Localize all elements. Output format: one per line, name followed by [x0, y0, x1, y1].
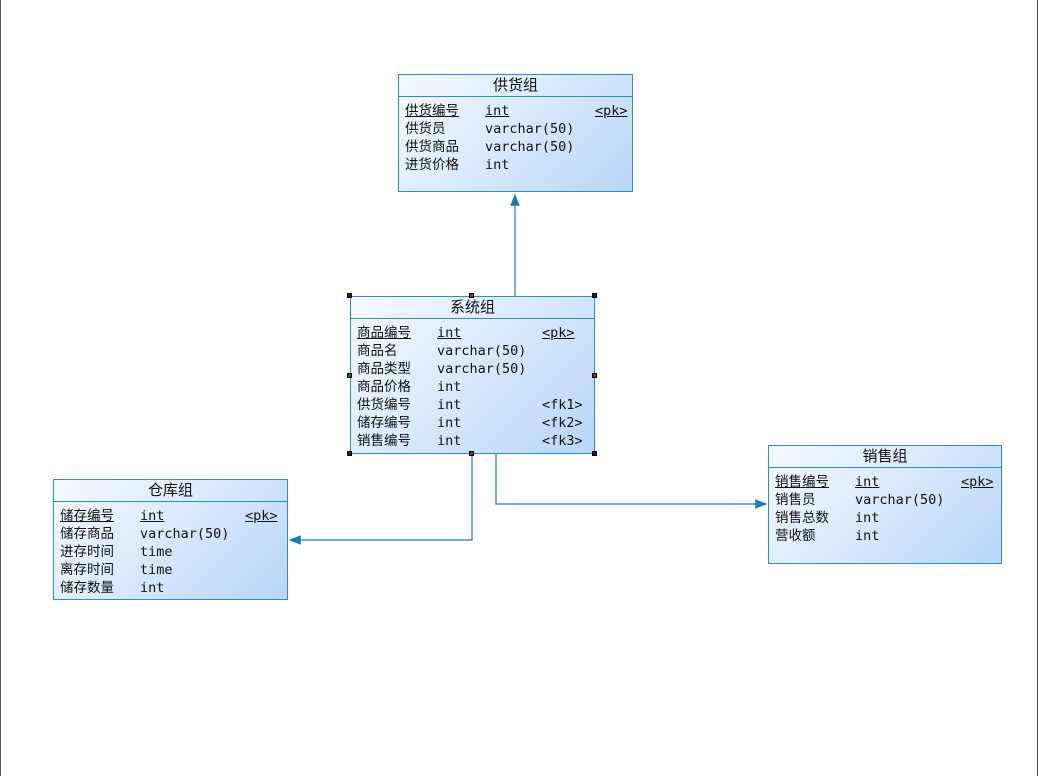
column-name: 储存编号	[357, 415, 411, 431]
column-key: <pk>	[595, 103, 628, 119]
resize-handle-bottom-right[interactable]	[592, 451, 597, 456]
column-row[interactable]: 储存编号 int <pk>	[60, 507, 287, 525]
entity-title: 销售组	[769, 446, 1001, 468]
resize-handle-left[interactable]	[347, 373, 352, 378]
resize-handle-bottom[interactable]	[469, 451, 474, 456]
column-name: 供货员	[405, 121, 446, 137]
column-type: varchar(50)	[855, 492, 945, 508]
column-key: <pk>	[245, 508, 278, 524]
column-row[interactable]: 储存数量 int	[60, 579, 287, 597]
column-type: varchar(50)	[437, 343, 527, 359]
column-row[interactable]: 供货员 varchar(50)	[405, 120, 632, 138]
column-type: time	[140, 562, 173, 578]
column-name: 储存数量	[60, 580, 114, 596]
column-row[interactable]: 离存时间 time	[60, 561, 287, 579]
resize-handle-top[interactable]	[469, 293, 474, 298]
resize-handle-bottom-left[interactable]	[347, 451, 352, 456]
column-key: <fk1>	[542, 397, 583, 413]
column-type: int	[437, 379, 462, 395]
column-name: 进货价格	[405, 157, 459, 173]
column-row[interactable]: 销售编号 int <fk3>	[357, 432, 594, 450]
column-type: int	[140, 580, 165, 596]
entity-system-group[interactable]: 系统组 商品编号 int <pk> 商品名 varchar(50) 商品类型 v…	[350, 296, 595, 454]
column-row[interactable]: 营收额 int	[775, 527, 1001, 545]
column-name: 离存时间	[60, 562, 114, 578]
column-type: varchar(50)	[437, 361, 527, 377]
column-row[interactable]: 供货商品 varchar(50)	[405, 138, 632, 156]
column-row[interactable]: 销售编号 int <pk>	[775, 473, 1001, 491]
resize-handle-top-right[interactable]	[592, 293, 597, 298]
column-name: 销售员	[775, 492, 816, 508]
column-row[interactable]: 储存商品 varchar(50)	[60, 525, 287, 543]
column-name: 储存商品	[60, 526, 114, 542]
column-row[interactable]: 商品编号 int <pk>	[357, 324, 594, 342]
column-type: int	[855, 474, 880, 490]
column-name: 商品编号	[357, 325, 411, 341]
column-row[interactable]: 供货编号 int <pk>	[405, 102, 632, 120]
column-type: int	[855, 528, 880, 544]
resize-handle-right[interactable]	[592, 373, 597, 378]
column-type: int	[437, 433, 462, 449]
column-type: int	[485, 103, 510, 119]
column-type: time	[140, 544, 173, 560]
column-name: 供货编号	[357, 397, 411, 413]
column-name: 销售总数	[775, 510, 829, 526]
entity-title: 供货组	[399, 75, 632, 97]
entity-warehouse-group[interactable]: 仓库组 储存编号 int <pk> 储存商品 varchar(50) 进存时间 …	[53, 479, 288, 600]
column-type: varchar(50)	[485, 139, 575, 155]
column-row[interactable]: 供货编号 int <fk1>	[357, 396, 594, 414]
column-name: 储存编号	[60, 508, 114, 524]
column-row[interactable]: 销售总数 int	[775, 509, 1001, 527]
column-row[interactable]: 商品类型 varchar(50)	[357, 360, 594, 378]
column-row[interactable]: 进货价格 int	[405, 156, 632, 174]
reference-system-to-sales[interactable]	[495, 454, 768, 509]
column-row[interactable]: 商品价格 int	[357, 378, 594, 396]
column-key: <fk2>	[542, 415, 583, 431]
column-row[interactable]: 商品名 varchar(50)	[357, 342, 594, 360]
column-type: varchar(50)	[485, 121, 575, 137]
resize-handle-top-left[interactable]	[347, 293, 352, 298]
column-type: int	[485, 157, 510, 173]
column-type: int	[437, 397, 462, 413]
column-name: 商品类型	[357, 361, 411, 377]
column-name: 商品名	[357, 343, 398, 359]
column-name: 销售编号	[357, 433, 411, 449]
column-type: varchar(50)	[140, 526, 230, 542]
column-name: 销售编号	[775, 474, 829, 490]
column-key: <fk3>	[542, 433, 583, 449]
entity-title: 仓库组	[54, 480, 287, 502]
column-name: 商品价格	[357, 379, 411, 395]
column-name: 进存时间	[60, 544, 114, 560]
column-name: 供货编号	[405, 103, 459, 119]
column-type: int	[140, 508, 165, 524]
column-type: int	[437, 325, 462, 341]
column-row[interactable]: 销售员 varchar(50)	[775, 491, 1001, 509]
column-type: int	[437, 415, 462, 431]
column-name: 营收额	[775, 528, 816, 544]
column-type: int	[855, 510, 880, 526]
entity-supply-group[interactable]: 供货组 供货编号 int <pk> 供货员 varchar(50) 供货商品 v…	[398, 74, 633, 192]
column-key: <pk>	[961, 474, 994, 490]
entity-title: 系统组	[351, 297, 594, 319]
column-key: <pk>	[542, 325, 575, 341]
column-row[interactable]: 储存编号 int <fk2>	[357, 414, 594, 432]
entity-sales-group[interactable]: 销售组 销售编号 int <pk> 销售员 varchar(50) 销售总数 i…	[768, 445, 1002, 564]
reference-system-to-warehouse[interactable]	[288, 454, 473, 545]
column-name: 供货商品	[405, 139, 459, 155]
column-row[interactable]: 进存时间 time	[60, 543, 287, 561]
